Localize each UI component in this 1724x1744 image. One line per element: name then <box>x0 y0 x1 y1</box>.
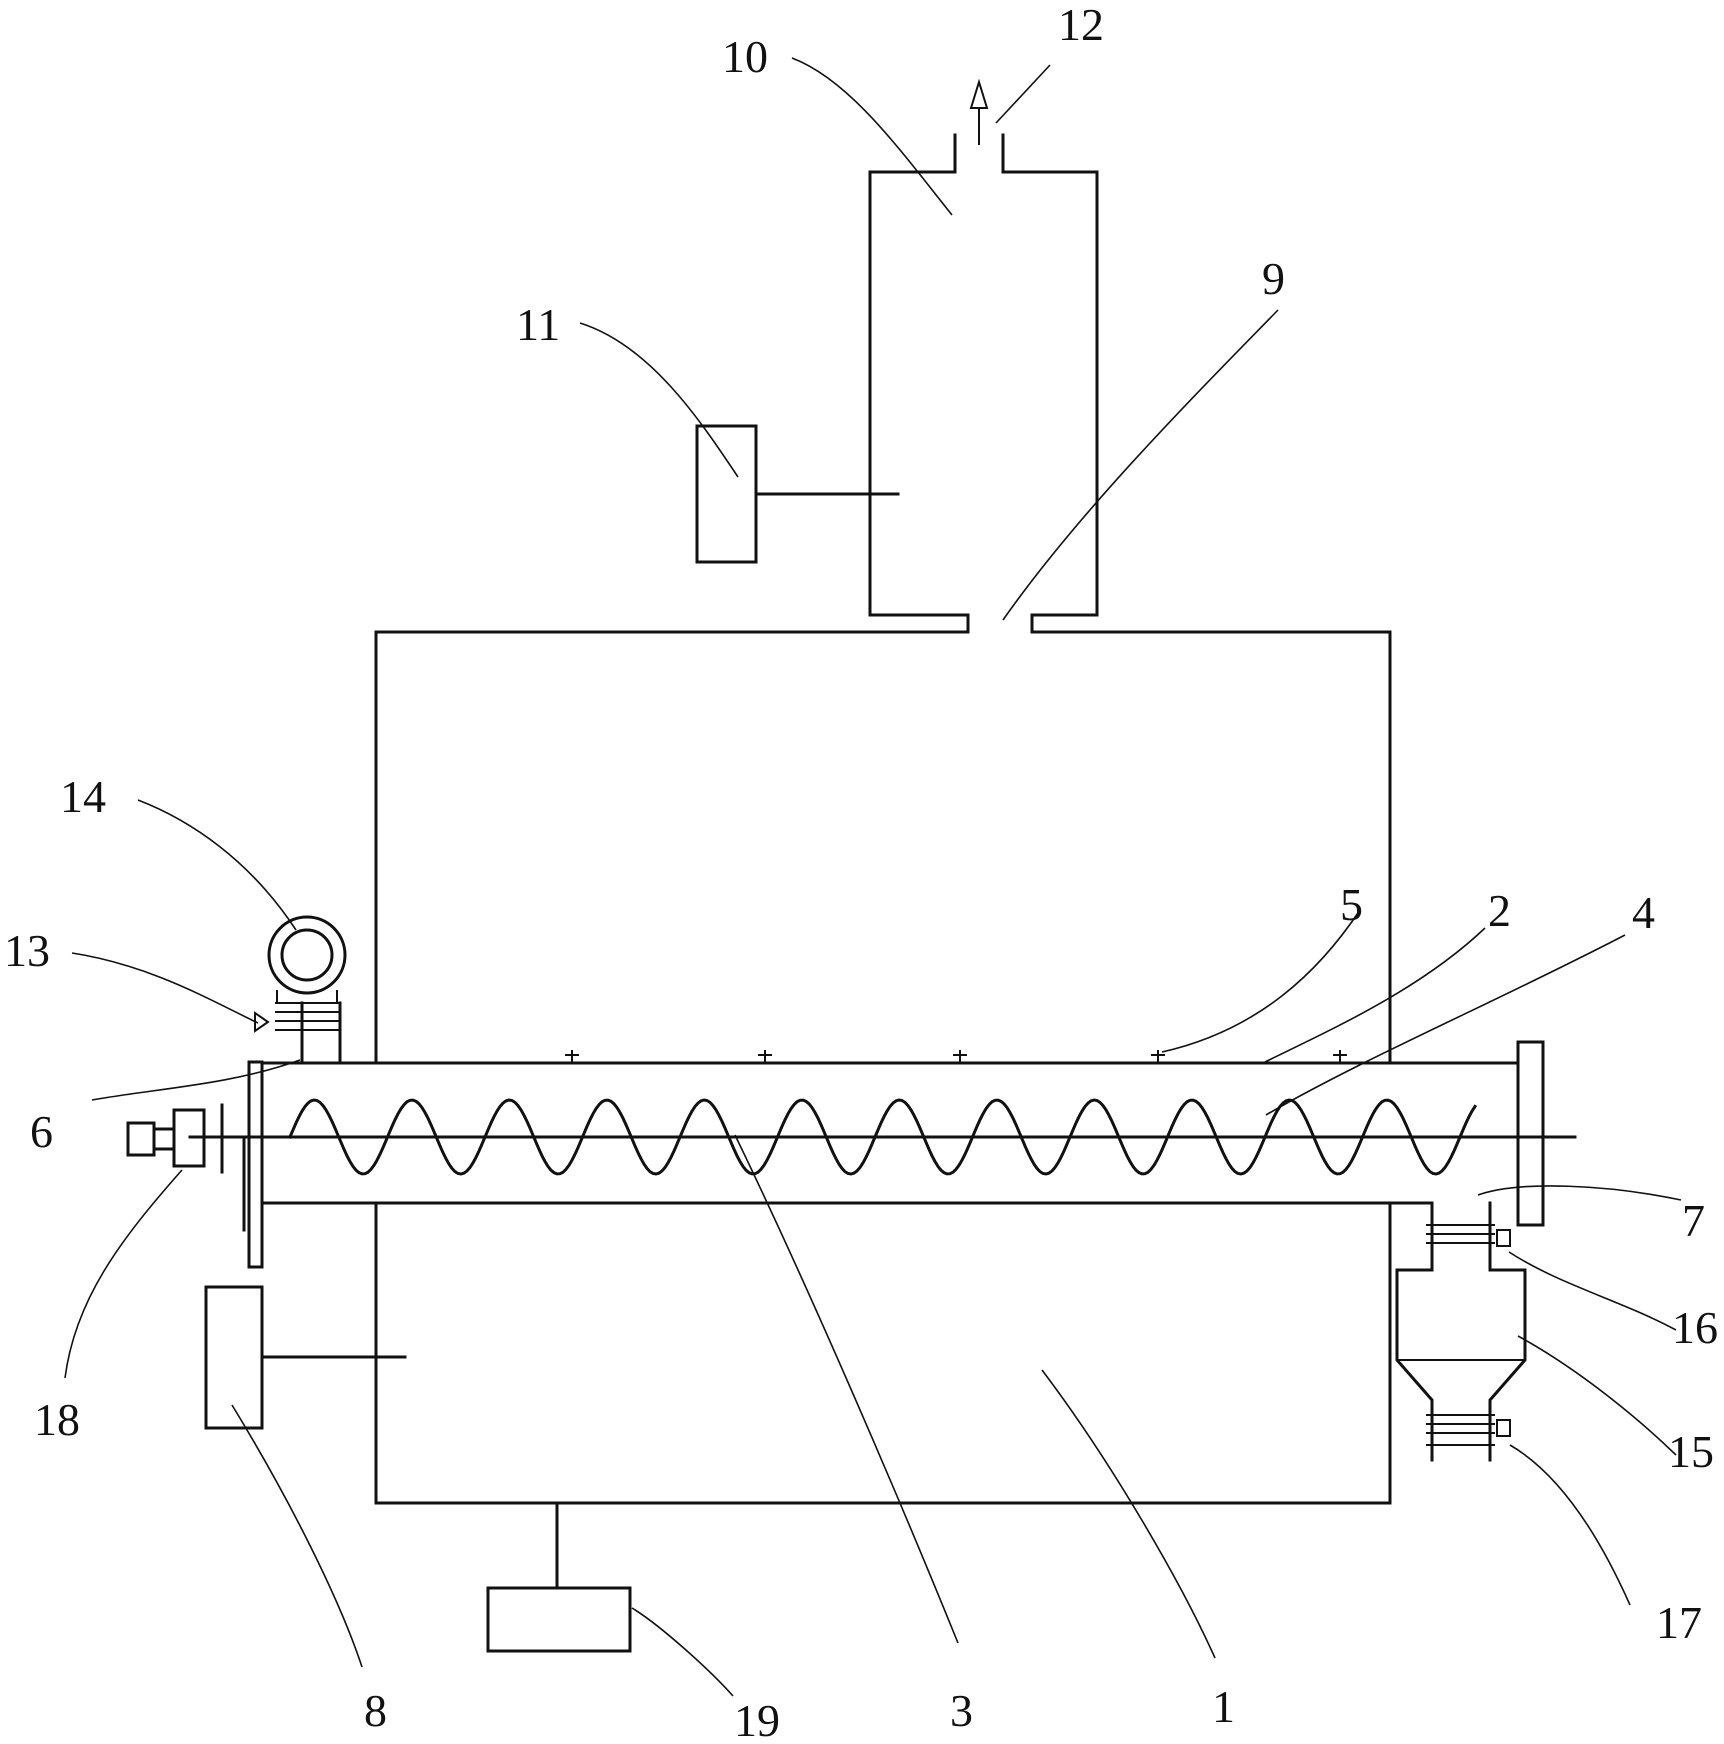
reference-labels: 12 10 9 11 14 13 5 2 4 6 7 16 15 17 18 8… <box>4 0 1718 1744</box>
discharge-assembly <box>1395 1201 1527 1462</box>
upper-chamber <box>868 78 1099 617</box>
label-6: 6 <box>30 1106 53 1157</box>
base-unit <box>486 1501 632 1653</box>
label-7: 7 <box>1682 1195 1705 1246</box>
label-14: 14 <box>60 771 106 822</box>
label-11: 11 <box>516 299 560 350</box>
label-18: 18 <box>34 1394 80 1445</box>
lower-body <box>374 1201 1392 1505</box>
label-8: 8 <box>364 1685 387 1736</box>
feed-hopper <box>254 915 347 1033</box>
neck-connector <box>966 613 1034 634</box>
main-vessel <box>374 630 1392 1065</box>
label-10: 10 <box>722 31 768 82</box>
label-19: 19 <box>734 1695 780 1744</box>
exhaust-arrow-icon <box>969 78 989 109</box>
nozzle-pins <box>565 1050 1347 1063</box>
leader-lines <box>64 57 1682 1697</box>
label-1: 1 <box>1212 1681 1235 1732</box>
side-device <box>695 424 900 564</box>
label-9: 9 <box>1262 253 1285 304</box>
controller-box <box>204 1285 407 1430</box>
label-13: 13 <box>4 925 50 976</box>
label-2: 2 <box>1488 885 1511 936</box>
label-3: 3 <box>950 1685 973 1736</box>
screw-conveyor <box>188 1098 1577 1176</box>
label-12: 12 <box>1058 0 1104 50</box>
label-15: 15 <box>1668 1426 1714 1477</box>
label-5: 5 <box>1340 879 1363 930</box>
drive-motor <box>126 1103 251 1174</box>
label-4: 4 <box>1632 887 1655 938</box>
valve-17-icon <box>1496 1419 1511 1437</box>
label-16: 16 <box>1672 1302 1718 1353</box>
valve-16-icon <box>1496 1229 1511 1247</box>
end-plate <box>1516 1040 1545 1227</box>
label-17: 17 <box>1656 1597 1702 1648</box>
